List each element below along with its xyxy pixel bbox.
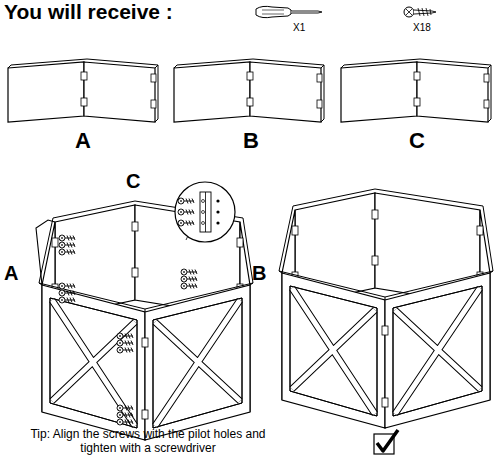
quantity-label: X18 (413, 22, 431, 34)
screw-icon (404, 7, 436, 17)
finished-assembly (279, 189, 493, 428)
part-letter: B (252, 262, 266, 285)
part-letter: A (4, 262, 18, 285)
tip-note: Tip: Align the screws with the pilot hol… (22, 428, 274, 456)
part-letter: C (126, 170, 140, 193)
panel-row (8, 59, 491, 122)
assembly-step (36, 182, 253, 440)
page-title: You will receive : (4, 0, 173, 24)
part-letter: C (409, 128, 425, 153)
quantity-label: X1 (293, 22, 305, 34)
screwdriver-icon (256, 6, 322, 17)
check-mark (374, 430, 398, 454)
part-letter: B (243, 128, 259, 153)
part-letter: A (75, 128, 91, 153)
